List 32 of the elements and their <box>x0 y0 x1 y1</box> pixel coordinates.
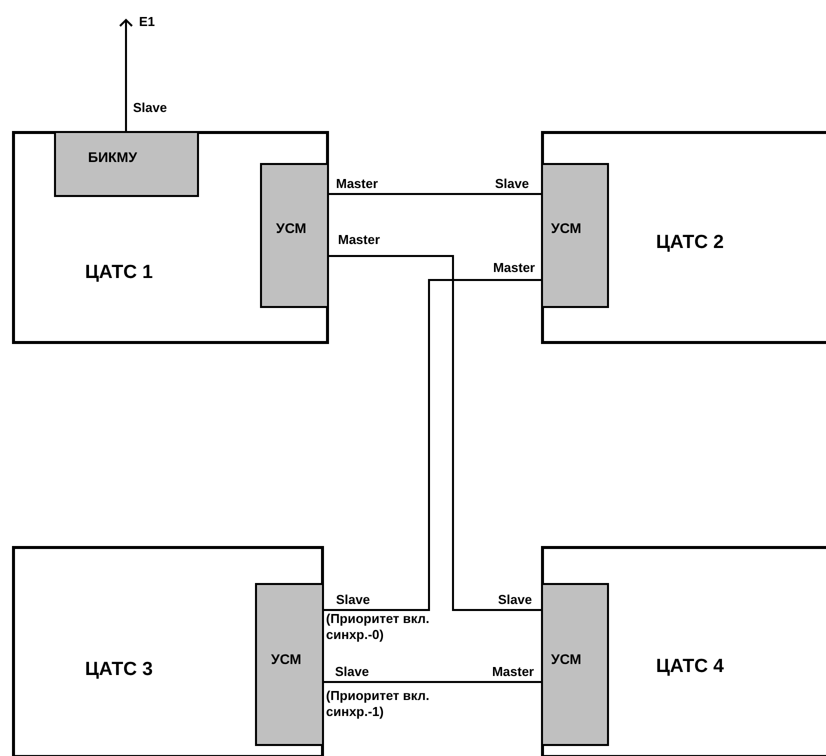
exchange-box <box>541 131 826 344</box>
port-role-label: Slave <box>133 100 167 116</box>
port-role-label: Slave <box>495 176 529 192</box>
module-box <box>541 583 609 746</box>
connector-line <box>324 681 541 683</box>
module-box <box>255 583 324 746</box>
exchange-label: ЦАТС 3 <box>85 659 153 681</box>
exchange-label: ЦАТС 4 <box>656 656 724 678</box>
module-label: УСМ <box>276 220 306 236</box>
exchange-label: ЦАТС 2 <box>656 232 724 254</box>
port-role-label: Slave <box>335 664 369 680</box>
port-role-label: Slave <box>498 592 532 608</box>
connector-line <box>329 193 541 195</box>
module-box <box>260 163 329 308</box>
port-role-label: Master <box>492 664 534 680</box>
exchange-box <box>541 546 826 756</box>
module-label: УСМ <box>551 651 582 667</box>
priority-note: (Приоритет вкл. синхр.-0) <box>326 611 430 643</box>
port-role-label: Master <box>336 176 378 192</box>
port-role-label: Master <box>338 232 380 248</box>
exchange-box <box>12 546 324 756</box>
module-box <box>54 131 199 197</box>
exchange-label: ЦАТС 1 <box>85 262 153 284</box>
port-role-label: Master <box>493 260 535 276</box>
module-label: УСМ <box>271 651 302 667</box>
exchange-box <box>12 131 329 344</box>
module-box <box>541 163 609 308</box>
module-label: УСМ <box>551 220 582 236</box>
priority-note: (Приоритет вкл. синхр.-1) <box>326 688 430 720</box>
arrow <box>119 19 133 131</box>
module-label: БИКМУ <box>88 149 138 165</box>
port-role-label: Slave <box>336 592 370 608</box>
